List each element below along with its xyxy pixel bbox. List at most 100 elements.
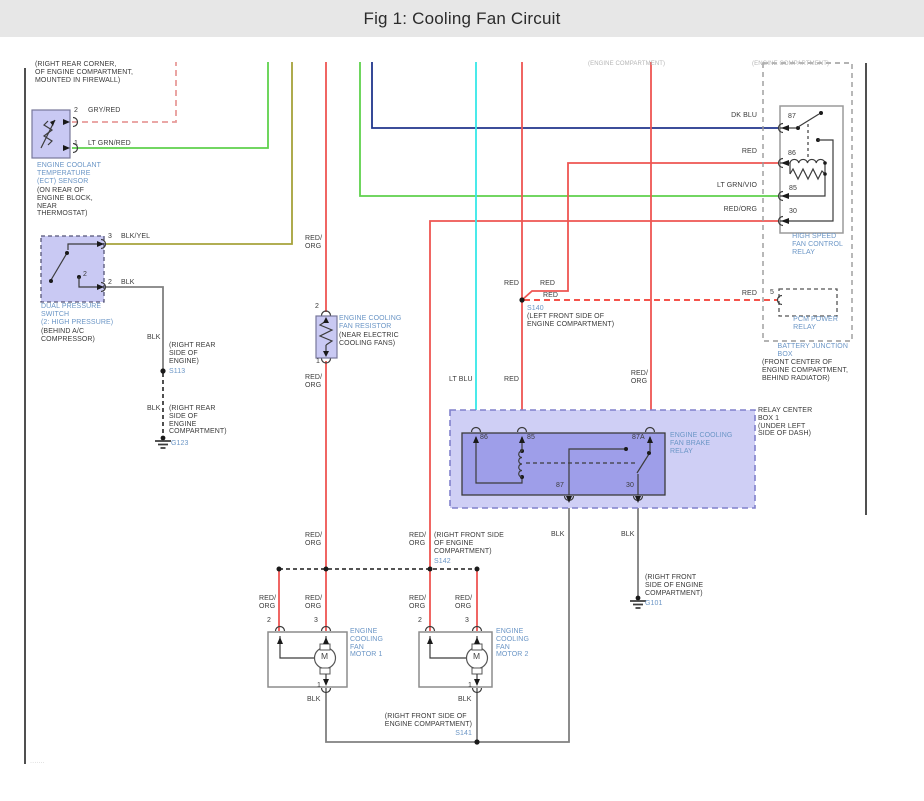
cut-text-bottom-left: ······· — [30, 760, 45, 766]
splice-s142: S142 — [434, 558, 451, 565]
pin-30-brake: 30 — [626, 482, 634, 489]
wire-red-s140-a: RED — [504, 280, 520, 287]
wire-blk-yel: BLK/YEL — [121, 233, 151, 240]
pin-85-hs: 85 — [789, 185, 797, 192]
ground-g123-symbol — [155, 435, 171, 449]
pcm-relay-label: PCM POWER RELAY — [793, 316, 838, 331]
loc-s141: (RIGHT FRONT SIDE OF ENGINE COMPARTMENT) — [384, 713, 472, 728]
wire-red-org-30: RED/ORG — [723, 206, 757, 213]
relay-coil-icon — [789, 158, 826, 164]
motor1-label: ENGINE COOLING FAN MOTOR 1 — [350, 628, 383, 659]
wire-lt-grn-vio-path — [359, 62, 780, 197]
wire-lt-grn-vio: LT GRN/VIO — [716, 182, 757, 189]
brake-relay-label: ENGINE COOLING FAN BRAKE RELAY — [670, 432, 733, 455]
dps-label: DUAL PRESSURE SWITCH (2: HIGH PRESSURE) — [41, 303, 114, 326]
bjb-label: BATTERY JUNCTION BOX — [777, 343, 848, 358]
diagram-border — [24, 63, 867, 764]
fan-resistor — [315, 310, 338, 364]
wire-blk-30: BLK — [621, 531, 635, 538]
wire-lt-blu: LT BLU — [449, 376, 473, 383]
wire-red-85: RED — [504, 376, 520, 383]
ect-sensor-label: ENGINE COOLANT TEMPERATURE (ECT) SENSOR — [37, 162, 102, 185]
splice-s140-symbol — [519, 297, 525, 303]
splice-s141-symbol — [474, 739, 480, 745]
wire-red-org-30-path — [429, 220, 780, 631]
fan-motor-1 — [267, 625, 348, 694]
pin-2-motor1: 2 — [267, 617, 271, 624]
wire-dk-blu-path — [371, 62, 780, 129]
wire-gry-red: GRY/RED — [88, 107, 121, 114]
wire-blk-yel-path — [106, 62, 293, 245]
fan-motor-2 — [418, 625, 493, 694]
splice-s142-symbol — [276, 566, 480, 572]
wire-blk-g123: BLK — [147, 405, 161, 412]
bjb-location: (FRONT CENTER OF ENGINE COMPARTMENT, BEH… — [761, 359, 848, 382]
pin-1-resistor: 1 — [316, 358, 320, 365]
motor2-label: ENGINE COOLING FAN MOTOR 2 — [496, 628, 529, 659]
cut-text-top-right: (ENGINE COMPARTMENT) — [752, 61, 830, 67]
brake-relay-coil-icon — [518, 450, 523, 478]
motor1-symbol: M — [321, 651, 329, 661]
pin-2-ect: 2 — [74, 107, 78, 114]
pin-2-dps: 2 — [108, 279, 112, 286]
wire-blk-s141-path — [325, 497, 570, 743]
pin-1-motor1: 1 — [317, 682, 321, 689]
wire-red-s140-b: RED — [540, 280, 556, 287]
pin-30-hs: 30 — [789, 208, 797, 215]
splice-s141: S141 — [455, 730, 472, 737]
fan-brake-relay — [461, 426, 666, 503]
wire-red-org-m1p3: RED/ ORG — [305, 595, 323, 610]
pin-3-motor1: 3 — [314, 617, 318, 624]
wire-red-org-mid1: RED/ ORG — [305, 532, 323, 547]
dps-internal-pin-2: 2 — [83, 271, 87, 278]
ground-g101-symbol — [630, 595, 646, 609]
wire-red-org-m1p2: RED/ ORG — [259, 595, 277, 610]
wire-red-org-87a: RED/ ORG — [630, 370, 648, 385]
wire-red-org-m2p3: RED/ ORG — [455, 595, 473, 610]
wire-blk-dps-path — [106, 286, 164, 369]
ect-sensor-location: (ON REAR OF ENGINE BLOCK, NEAR THERMOSTA… — [37, 187, 93, 218]
wire-blk-m2: BLK — [458, 696, 472, 703]
wire-gry-red-path — [72, 62, 177, 123]
figure-title-bar: Fig 1: Cooling Fan Circuit — [0, 0, 924, 37]
battery-junction-box — [762, 62, 853, 342]
pin-5-pcm: 5 — [770, 289, 774, 296]
high-speed-fan-control-relay — [777, 105, 844, 234]
wires — [72, 62, 780, 743]
wire-red-org-resistor-bottom: RED/ ORG — [305, 374, 323, 389]
ground-g123: G123 — [171, 440, 189, 447]
resistor-location: (NEAR ELECTRIC COOLING FANS) — [339, 332, 399, 347]
pin-86-hs: 86 — [788, 150, 796, 157]
resistor-label: ENGINE COOLING FAN RESISTOR — [339, 315, 402, 330]
wire-blk-dps: BLK — [121, 279, 135, 286]
ect-sensor — [31, 109, 79, 159]
wire-lt-grn-red: LT GRN/RED — [88, 140, 131, 147]
pin-3-dps: 3 — [108, 233, 112, 240]
resistor-icon — [318, 320, 334, 346]
pin-87a-brake: 87A — [632, 434, 645, 441]
wire-red-s140-c: RED — [543, 292, 559, 299]
pin-87-brake: 87 — [556, 482, 564, 489]
switch-contact-icon — [67, 243, 104, 250]
wire-red-86-path — [521, 162, 780, 301]
wire-red-org-resistor-top: RED/ ORG — [305, 235, 323, 250]
pin-1-ect: 1 — [74, 140, 78, 147]
relay-switch-icon — [797, 113, 820, 128]
loc-g101: (RIGHT FRONT SIDE OF ENGINE COMPARTMENT) — [645, 574, 704, 597]
loc-g123: (RIGHT REAR SIDE OF ENGINE COMPARTMENT) — [169, 405, 227, 436]
brake-relay-switch-icon — [636, 453, 650, 474]
pin-87-hs: 87 — [788, 113, 796, 120]
wire-blk-m1: BLK — [307, 696, 321, 703]
pin-85-brake: 85 — [527, 434, 535, 441]
loc-s113: (RIGHT REAR SIDE OF ENGINE) — [169, 342, 216, 365]
ground-g101: G101 — [645, 600, 663, 607]
cut-text-top-mid: (ENGINE COMPARTMENT) — [588, 61, 666, 67]
wire-red-86: RED — [741, 148, 757, 155]
dual-pressure-switch — [40, 235, 107, 303]
pin-3-motor2: 3 — [465, 617, 469, 624]
pin-2-motor2: 2 — [418, 617, 422, 624]
pin-2-resistor: 2 — [315, 303, 319, 310]
wire-dk-blu: DK BLU — [731, 112, 757, 119]
wire-lt-grn-red-path — [72, 62, 269, 149]
